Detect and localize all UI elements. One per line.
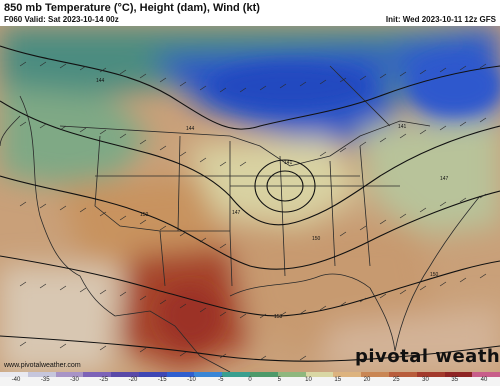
contour-label: 150 <box>312 236 321 242</box>
contour-label: 144 <box>96 78 105 84</box>
color-scale-swatch <box>388 372 417 377</box>
color-scale-label: 20 <box>363 377 371 383</box>
color-scale-label: 35 <box>451 377 459 383</box>
color-scale-label: 40 <box>480 377 488 383</box>
color-scale-label: -35 <box>40 377 50 383</box>
contour-label: 147 <box>440 176 449 182</box>
color-scale-swatch <box>194 372 223 377</box>
color-scale-swatch <box>55 372 84 377</box>
color-scale-swatch <box>472 372 500 377</box>
header: 850 mb Temperature (°C), Height (dam), W… <box>0 0 500 26</box>
color-scale-swatch <box>138 372 167 377</box>
color-scale-swatch <box>83 372 112 377</box>
color-scale-swatch <box>27 372 56 377</box>
map-title: 850 mb Temperature (°C), Height (dam), W… <box>4 2 260 14</box>
contour-label: 153 <box>274 314 283 320</box>
weather-map[interactable]: 144 141 141 144 147 150 153 150 147 150 <box>0 26 500 372</box>
color-scale-swatch <box>166 372 195 377</box>
color-scale-label: -40 <box>11 377 21 383</box>
color-scale-swatch <box>0 372 28 377</box>
color-scale-label: 30 <box>422 377 429 383</box>
color-scale-swatch <box>416 372 445 377</box>
contour-label: 144 <box>186 126 195 132</box>
color-scale-swatch <box>250 372 278 377</box>
height-contours <box>0 45 500 362</box>
brand-logo: pivotal weather <box>355 346 500 367</box>
site-url[interactable]: www.pivotalweather.com <box>4 362 81 369</box>
wind-barbs <box>19 61 487 361</box>
border-lines <box>0 65 481 372</box>
contour-label: 150 <box>430 272 439 278</box>
init-time: Init: Wed 2023-10-11 12z GFS <box>385 15 496 24</box>
contour-label-group: 144 141 141 144 147 150 153 150 147 150 <box>96 78 449 320</box>
color-scale-label: -25 <box>99 377 109 383</box>
color-scale-label: -20 <box>128 377 138 383</box>
contour-label: 150 <box>140 212 149 218</box>
color-scale-swatch <box>444 372 473 377</box>
color-scale-label: -10 <box>187 377 196 383</box>
color-scale: -40 -35 -30 -25 -20 -15 -10 -5 0 5 10 15 20 25 30 35 40 <box>0 372 500 386</box>
color-scale-label: -30 <box>70 377 79 383</box>
color-scale-label: -5 <box>218 377 224 383</box>
color-scale-label: 10 <box>305 377 312 383</box>
contour-label: 141 <box>398 124 407 130</box>
color-scale-swatch <box>111 372 139 377</box>
color-scale-label: -15 <box>157 377 167 383</box>
color-scale-swatch <box>333 372 362 377</box>
map-canvas: 144 141 141 144 147 150 153 150 147 150 <box>0 26 500 372</box>
color-scale-swatch <box>361 372 389 377</box>
color-scale-label: 25 <box>392 377 400 383</box>
color-scale-labels: -40 -35 -30 -25 -20 -15 -10 -5 0 5 10 15 20 25 30 35 40 <box>0 377 500 386</box>
contour-label: 141 <box>284 160 293 166</box>
color-scale-bar <box>0 372 500 377</box>
contour-label: 147 <box>232 210 241 216</box>
color-scale-swatch <box>222 372 251 377</box>
color-scale-label: 5 <box>277 377 281 383</box>
color-scale-swatch <box>305 372 334 377</box>
color-scale-label: 0 <box>248 377 252 383</box>
valid-time: F060 Valid: Sat 2023-10-14 00z <box>4 15 119 24</box>
color-scale-swatch <box>277 372 306 377</box>
color-scale-label: 15 <box>334 377 342 383</box>
